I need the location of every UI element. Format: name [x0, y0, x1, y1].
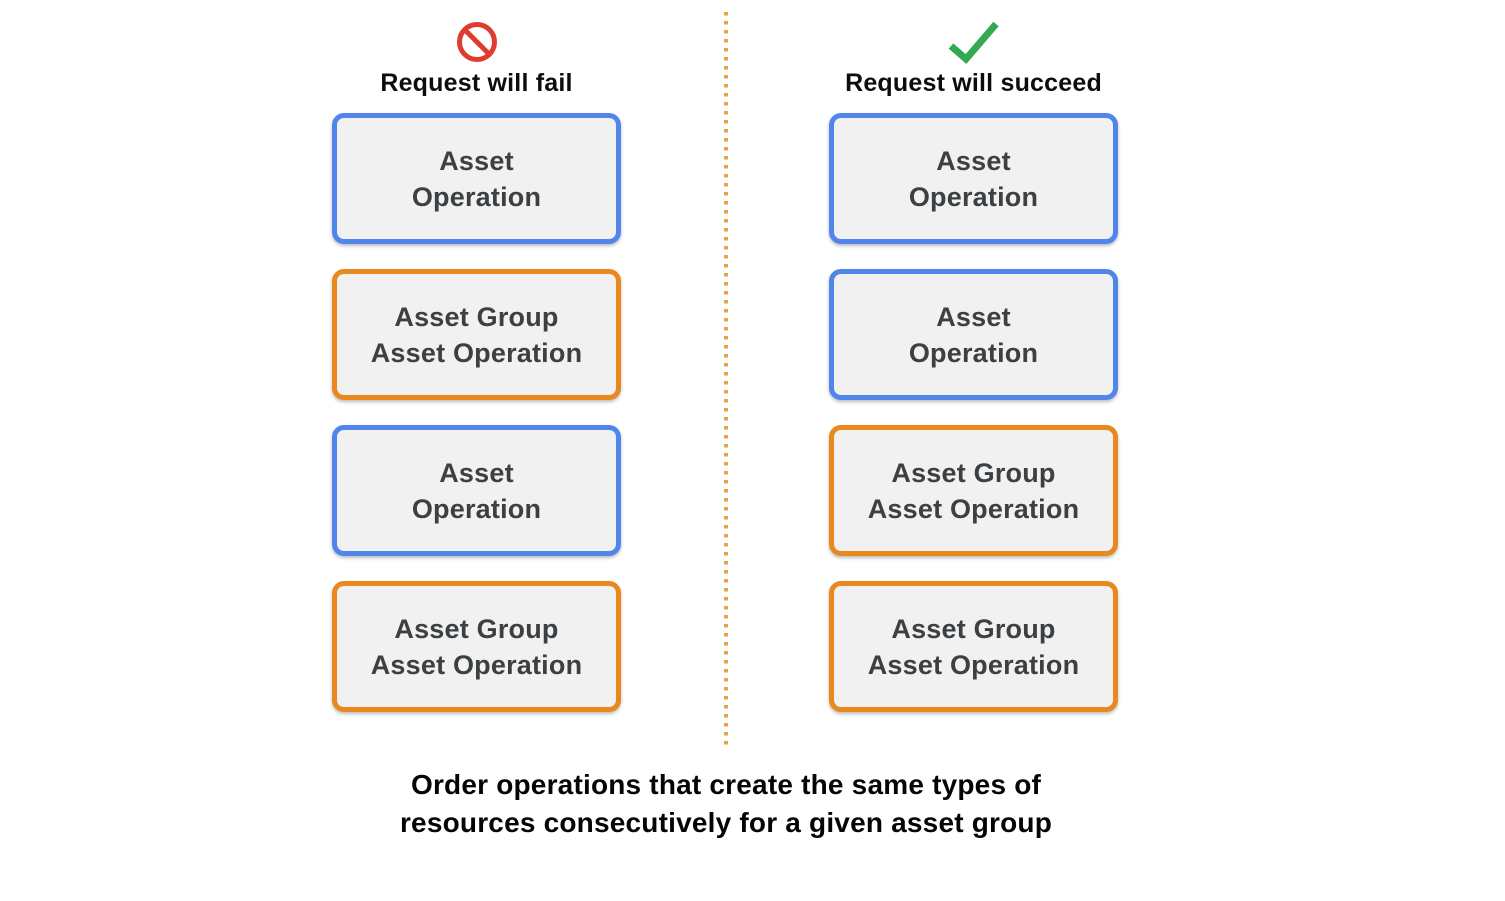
operation-box: Asset Operation	[332, 425, 621, 556]
operation-box-label: Asset Operation	[411, 457, 542, 524]
succeed-column: Request will succeed Asset Operation Ass…	[829, 20, 1118, 737]
prohibited-icon	[456, 21, 498, 68]
succeed-column-title: Request will succeed	[845, 69, 1102, 97]
operation-box-label: Asset Operation	[908, 301, 1039, 368]
operation-box-label: Asset Group Asset Operation	[867, 457, 1080, 524]
operation-box-label: Asset Group Asset Operation	[370, 301, 583, 368]
succeed-icon-slot	[946, 20, 1002, 69]
checkmark-icon	[946, 20, 1002, 69]
operation-box-label: Asset Group Asset Operation	[867, 613, 1080, 680]
operation-box: Asset Group Asset Operation	[332, 269, 621, 400]
column-divider	[724, 12, 728, 745]
fail-column-title: Request will fail	[380, 69, 573, 97]
fail-icon-slot	[456, 21, 498, 68]
fail-column: Request will fail Asset Operation Asset …	[332, 21, 621, 737]
figure-caption: Order operations that create the same ty…	[399, 769, 1053, 838]
operation-box-label: Asset Operation	[908, 145, 1039, 212]
operation-box-label: Asset Group Asset Operation	[370, 613, 583, 680]
operation-box: Asset Group Asset Operation	[829, 425, 1118, 556]
operation-box-label: Asset Operation	[411, 145, 542, 212]
operation-box: Asset Operation	[829, 113, 1118, 244]
operation-box: Asset Operation	[829, 269, 1118, 400]
operation-box: Asset Operation	[332, 113, 621, 244]
operation-box: Asset Group Asset Operation	[332, 581, 621, 712]
operation-box: Asset Group Asset Operation	[829, 581, 1118, 712]
